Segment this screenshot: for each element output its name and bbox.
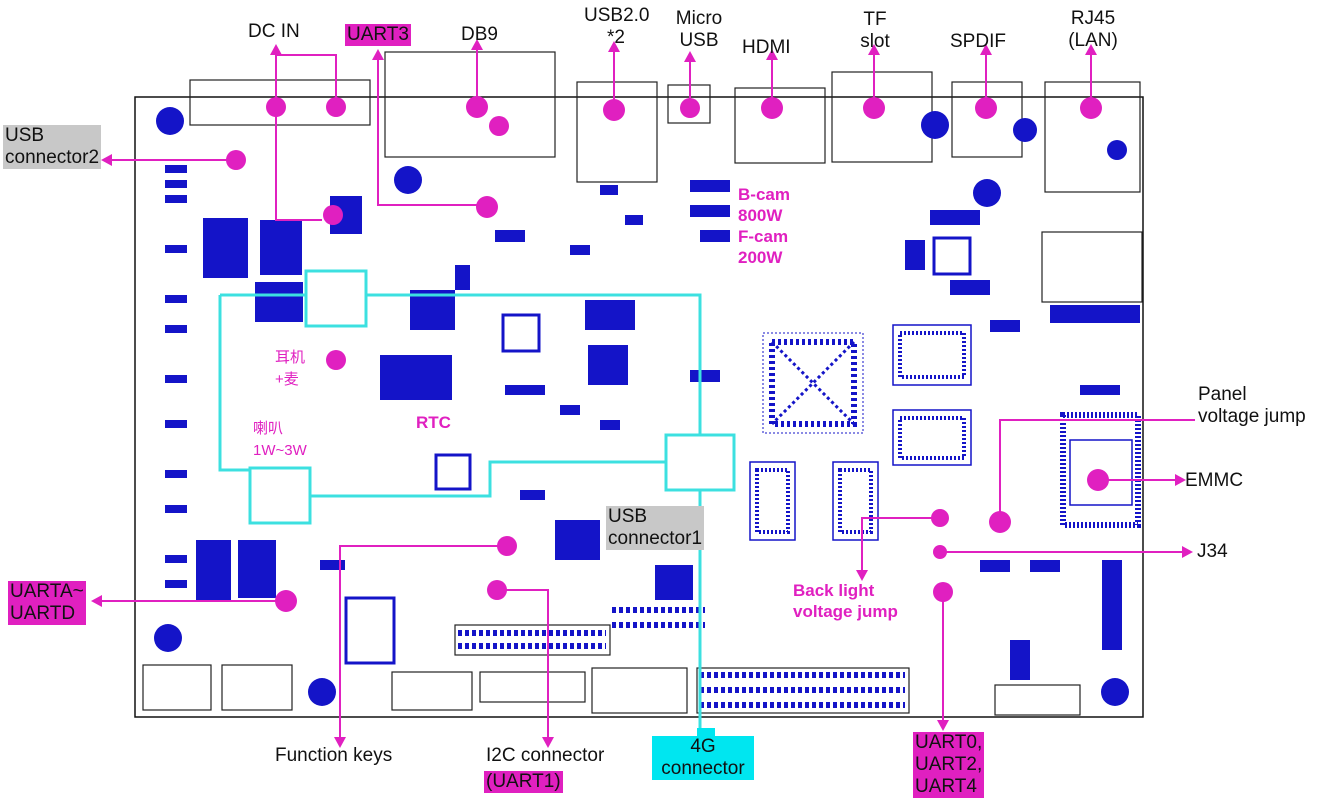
label-uart3: UART3 (345, 24, 411, 46)
marker-dots (226, 96, 1109, 612)
label-function-keys: Function keys (275, 745, 393, 766)
board-outline (134, 96, 1144, 718)
label-usb-connector1: USB connector1 (606, 506, 705, 550)
label-micro-usb: Micro USB (675, 8, 723, 51)
misc-parts (320, 180, 1120, 572)
label-emmc: EMMC (1185, 470, 1244, 491)
mount-holes (154, 107, 1129, 706)
bottom-headers (458, 607, 905, 708)
cyan-traces (218, 269, 736, 735)
dram-dots (755, 331, 966, 534)
chips (344, 236, 972, 665)
callout-lines (102, 50, 1195, 737)
label-db9: DB9 (461, 24, 498, 45)
bottom-outlines (142, 624, 1081, 716)
cpu-bga (762, 332, 864, 434)
callout-arrowheads (91, 39, 1193, 748)
label-hdmi: HDMI (742, 37, 791, 58)
left-parts (165, 165, 187, 588)
label-tf-slot: TF slot (860, 9, 890, 52)
label-uart0-2-4: UART0, UART2, UART4 (913, 732, 985, 798)
label-uarta-uartd: UARTA~ UARTD (8, 581, 86, 625)
label-uart1: (UART1) (484, 771, 563, 793)
label-dc-in: DC IN (248, 21, 300, 42)
label-earphone-mic: 耳机 +麦 (275, 349, 306, 388)
label-rj45: RJ45 (LAN) (1068, 8, 1118, 51)
label-usb20: USB2.0 *2 (584, 5, 650, 48)
label-usb-connector2: USB connector2 (3, 125, 102, 169)
right-parts (905, 210, 1140, 680)
label-spdif: SPDIF (950, 31, 1006, 52)
emmc-chip (1060, 412, 1141, 528)
label-rtc: RTC (416, 413, 451, 432)
label-back-light: Back light voltage jump (793, 581, 898, 621)
label-j34: J34 (1197, 541, 1228, 562)
dram-chips (749, 324, 972, 541)
label-i2c-connector: I2C connector (486, 745, 605, 766)
label-speaker: 喇叭 1W~3W (253, 420, 307, 459)
label-camera: B-cam 800W F-cam 200W (738, 185, 790, 267)
right-connector-outline (1041, 231, 1143, 303)
label-panel-voltage: Panel voltage jump (1198, 384, 1306, 427)
label-4g-connector: 4G connector (652, 736, 754, 780)
component-blocks (196, 196, 693, 600)
